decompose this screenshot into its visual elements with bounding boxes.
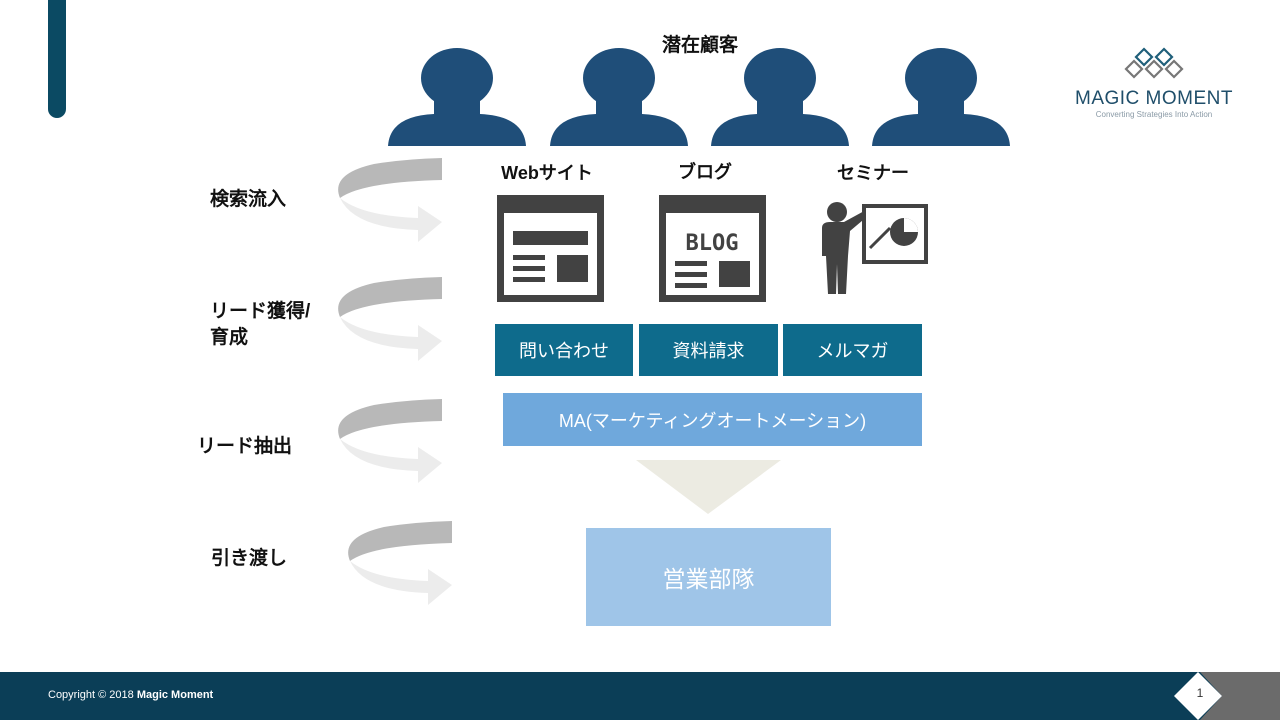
cycle-arrow-icon bbox=[338, 277, 442, 361]
person-icon bbox=[388, 48, 526, 146]
footer-accent-shape bbox=[1174, 672, 1280, 720]
cycle-arrow-icon bbox=[338, 158, 442, 242]
channel-label-blog: ブログ bbox=[678, 162, 732, 182]
channel-label-seminar: セミナー bbox=[837, 163, 909, 183]
accent-bar bbox=[48, 0, 66, 118]
stage-label-lead-acquisition: リード獲得/ 育成 bbox=[210, 301, 311, 348]
person-icon bbox=[550, 48, 688, 146]
blog-icon: BLOG bbox=[659, 195, 766, 302]
copyright-prefix: Copyright © 2018 bbox=[48, 689, 137, 701]
cycle-arrow-icon bbox=[348, 521, 452, 605]
page-number: 1 bbox=[1196, 686, 1204, 700]
copyright-company: Magic Moment bbox=[136, 689, 214, 701]
channel-label-website: Webサイト bbox=[501, 163, 593, 183]
person-icon bbox=[711, 48, 849, 146]
funnel-triangle-icon bbox=[636, 460, 781, 514]
footer-bar bbox=[0, 672, 1280, 720]
lead-action-document-request: 資料請求 bbox=[639, 324, 778, 376]
logo-tagline: Converting Strategies Into Action bbox=[1095, 110, 1213, 119]
person-icon bbox=[872, 48, 1010, 146]
stage-label-search: 検索流入 bbox=[210, 189, 287, 210]
lead-action-inquiry: 問い合わせ bbox=[495, 324, 633, 376]
cycle-arrow-icon bbox=[338, 399, 442, 483]
company-logo: MAGIC MOMENT Converting Strategies Into … bbox=[1066, 44, 1242, 124]
sales-team-box: 営業部隊 bbox=[586, 528, 831, 626]
stage-label-lead-extraction: リード抽出 bbox=[197, 436, 293, 457]
stage-label-handoff: 引き渡し bbox=[211, 548, 288, 569]
logo-diamonds-icon bbox=[1124, 47, 1184, 79]
website-icon bbox=[497, 195, 604, 302]
ma-box: MA(マーケティングオートメーション) bbox=[503, 393, 922, 446]
logo-name: MAGIC MOMENT bbox=[1075, 88, 1233, 109]
copyright-text: Copyright © 2018 Magic Moment bbox=[48, 689, 213, 701]
lead-action-newsletter: メルマガ bbox=[783, 324, 922, 376]
page-title: 潜在顧客 bbox=[661, 35, 738, 56]
blog-icon-text: BLOG bbox=[686, 231, 739, 256]
seminar-icon bbox=[822, 202, 928, 294]
